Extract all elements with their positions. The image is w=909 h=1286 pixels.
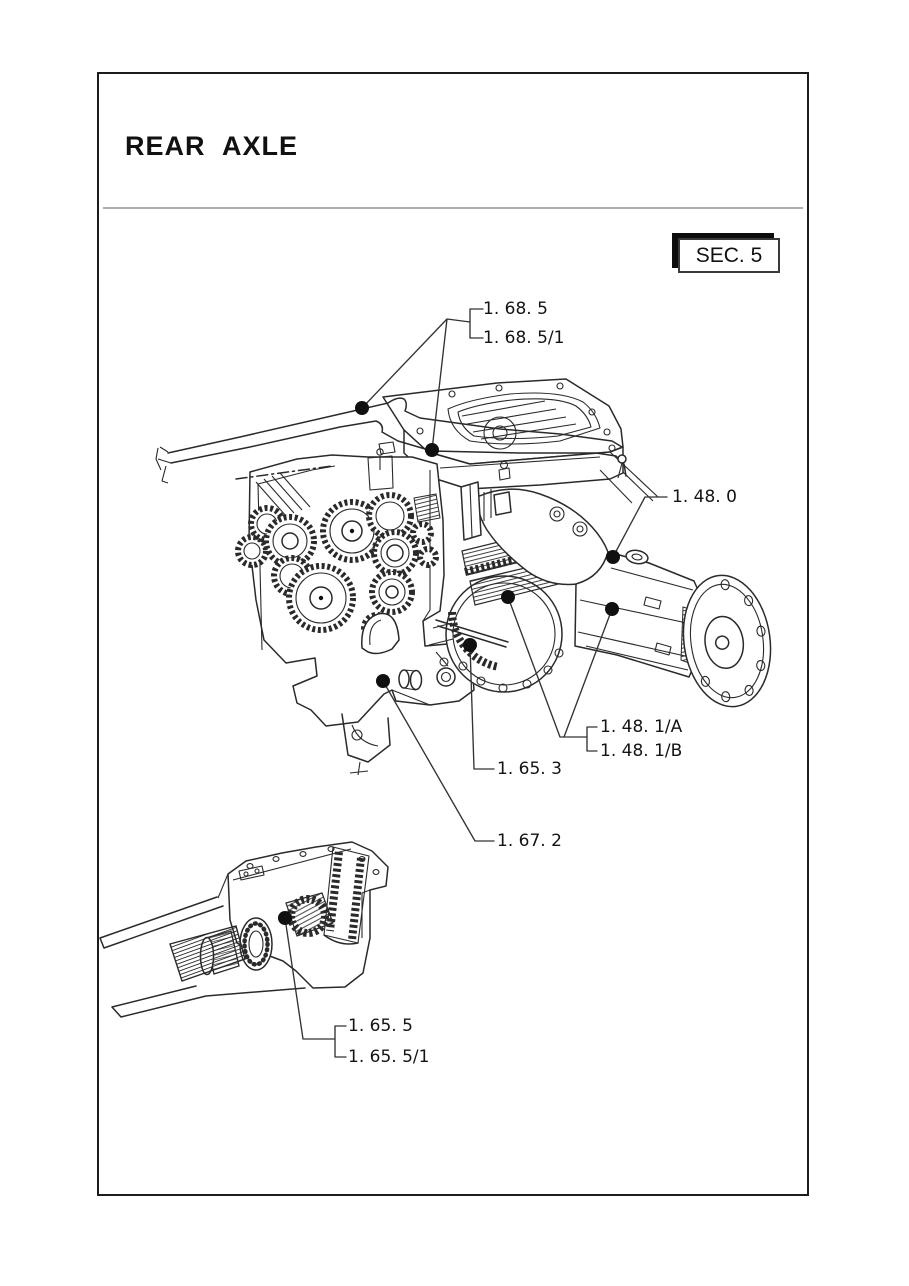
dot-1-67-2-gearbox: [376, 674, 390, 688]
dot-1-65-3-brake: [463, 638, 477, 652]
wheel-flange: [682, 574, 772, 708]
callout-label-1-67-2: 1. 67. 2: [497, 831, 562, 851]
page-title: REAR AXLE: [125, 131, 299, 161]
transmission-top-cover: [382, 378, 659, 504]
callout-label-1-48-1-b: 1. 48. 1/B: [600, 741, 683, 761]
pinion-diagram: [99, 841, 389, 1018]
dot-1-48-1-left: [501, 590, 515, 604]
callout-label-1-65-5-1: 1. 65. 5/1: [348, 1047, 430, 1067]
callout-dots: [278, 401, 620, 925]
dot-1-68-5-1-lower-pipe: [425, 443, 439, 457]
flange-bolt-holes: [700, 579, 766, 703]
pinion-bearing: [239, 917, 273, 971]
dot-1-48-1-right: [605, 602, 619, 616]
ring-gear-sector: [428, 611, 509, 671]
callout-label-1-65-5: 1. 65. 5: [348, 1016, 413, 1036]
cover-bolt-holes: [416, 382, 616, 452]
dot-1-48-0-axle-housing: [606, 550, 620, 564]
mounting-bracket: [341, 713, 391, 776]
sump-and-plugs: [391, 641, 471, 706]
diff-cover-bolts: [458, 648, 564, 693]
callout-label-1-68-5-1: 1. 68. 5/1: [483, 328, 565, 348]
pinion-panel-lines: [99, 896, 306, 1018]
callout-label-1-65-3: 1. 65. 3: [497, 759, 562, 779]
callout-label-1-48-0: 1. 48. 0: [672, 487, 737, 507]
gearbox-cutaway: [235, 448, 475, 776]
splined-input-shaft: [169, 925, 246, 982]
dot-1-65-5-pinion: [278, 911, 292, 925]
callout-label-1-48-1-a: 1. 48. 1/A: [600, 717, 683, 737]
dot-1-68-5-upper-pipe: [355, 401, 369, 415]
callout-lines: [284, 308, 668, 1058]
section-badge: SEC. 5: [678, 238, 780, 273]
brake-pipes: [155, 397, 627, 484]
shift-fork-bell: [361, 612, 400, 655]
title-divider: [103, 207, 803, 209]
callout-label-1-68-5: 1. 68. 5: [483, 299, 548, 319]
